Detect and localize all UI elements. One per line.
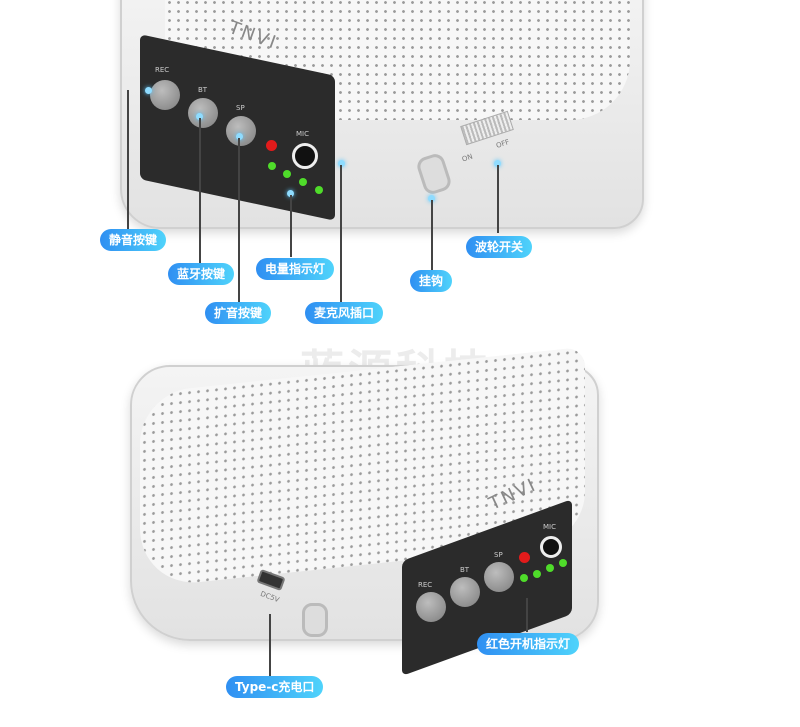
battery-led-2 (533, 570, 541, 578)
mute-line (127, 90, 129, 230)
bt-label: BT (460, 566, 470, 574)
power-led (266, 140, 277, 151)
speaker-grille (165, 0, 630, 120)
sp-dot (236, 133, 243, 140)
sp-line (238, 138, 240, 302)
sp-label: SP (494, 551, 503, 559)
power-led-line (526, 598, 528, 632)
hook-line (431, 200, 433, 270)
mic-label: MIC (543, 523, 556, 531)
sp-button[interactable] (484, 562, 514, 592)
bt-dot (196, 113, 203, 120)
mic-jack[interactable] (292, 143, 318, 169)
battery-led-3 (299, 178, 307, 186)
callout-hook: 挂钩 (410, 270, 453, 292)
callout-charging: Type-c充电口 (226, 676, 324, 698)
mic-label: MIC (296, 130, 309, 138)
battery-led-1 (520, 574, 528, 582)
power-led (519, 552, 530, 563)
battery-led-4 (559, 559, 567, 567)
mic-jack[interactable] (540, 536, 562, 558)
mic-dot (338, 160, 345, 167)
sp-button[interactable] (226, 116, 256, 146)
battery-led-1 (268, 162, 276, 170)
hook-dot (428, 195, 435, 202)
switch-dot (494, 160, 501, 167)
battery-dot (287, 190, 294, 197)
callout-power-led: 红色开机指示灯 (477, 633, 580, 655)
battery-line (290, 195, 292, 257)
bt-button[interactable] (188, 98, 218, 128)
switch-line (497, 165, 499, 233)
callout-switch: 波轮开关 (466, 236, 533, 258)
bt-button[interactable] (450, 577, 480, 607)
battery-led-3 (546, 564, 554, 572)
callout-bluetooth: 蓝牙按键 (168, 263, 235, 285)
rec-label: REC (418, 581, 433, 589)
callout-battery: 电量指示灯 (256, 258, 335, 280)
bt-label: BT (198, 86, 208, 94)
mic-line (340, 165, 342, 302)
mute-dot (145, 87, 152, 94)
battery-led-2 (283, 170, 291, 178)
callout-amplify: 扩音按键 (205, 302, 272, 324)
rec-button[interactable] (150, 80, 180, 110)
charging-line (269, 614, 271, 678)
sp-label: SP (236, 104, 245, 112)
callout-mute: 静音按键 (100, 229, 167, 251)
rec-label: REC (155, 66, 170, 74)
bt-line (199, 118, 201, 263)
lanyard-hook (302, 603, 328, 637)
rec-button[interactable] (416, 592, 446, 622)
callout-mic-jack: 麦克风插口 (305, 302, 384, 324)
battery-led-4 (315, 186, 323, 194)
